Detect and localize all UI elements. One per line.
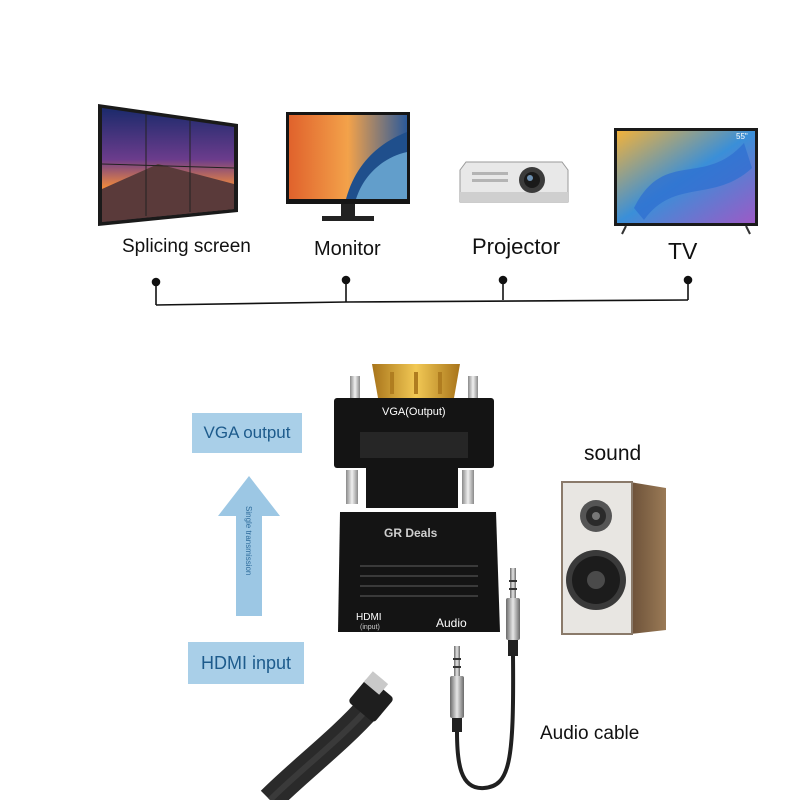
- tv-size-badge: 55": [736, 132, 748, 141]
- speaker-image: [561, 481, 666, 635]
- audio-cable-label: Audio cable: [540, 723, 640, 744]
- vga-output-port-label: VGA(Output): [382, 406, 446, 418]
- monitor-image: [286, 112, 410, 221]
- hdmi-port-label: HDMI: [356, 612, 382, 623]
- sound-label: sound: [584, 442, 642, 465]
- brand-watermark: GR Deals: [384, 526, 438, 540]
- vga-output-tag: VGA output: [192, 413, 302, 453]
- monitor-label: Monitor: [314, 238, 381, 260]
- hdmi-input-tag-label: HDMI input: [200, 652, 292, 673]
- single-transmission-text: Single transmission: [244, 506, 253, 576]
- tv-image: [614, 128, 758, 235]
- up-arrow-icon: [218, 476, 280, 616]
- hdmi-input-tag: HDMI input: [188, 642, 304, 684]
- audio-port-label: Audio: [436, 616, 467, 630]
- projector-image: [459, 161, 569, 203]
- projector-label: Projector: [472, 234, 561, 259]
- tv-label: TV: [668, 238, 698, 264]
- hdmi-port-sublabel: (input): [360, 624, 380, 631]
- hdmi-cable-image: [260, 671, 393, 800]
- splicing-screen-image: [98, 104, 238, 226]
- vga-hdmi-adapter-image: [334, 364, 500, 632]
- audio-cable-image: [450, 568, 520, 791]
- splicing-screen-label: Splicing screen: [122, 236, 251, 257]
- vga-output-tag-label: VGA output: [203, 423, 291, 442]
- device-connector-line: [151, 275, 693, 306]
